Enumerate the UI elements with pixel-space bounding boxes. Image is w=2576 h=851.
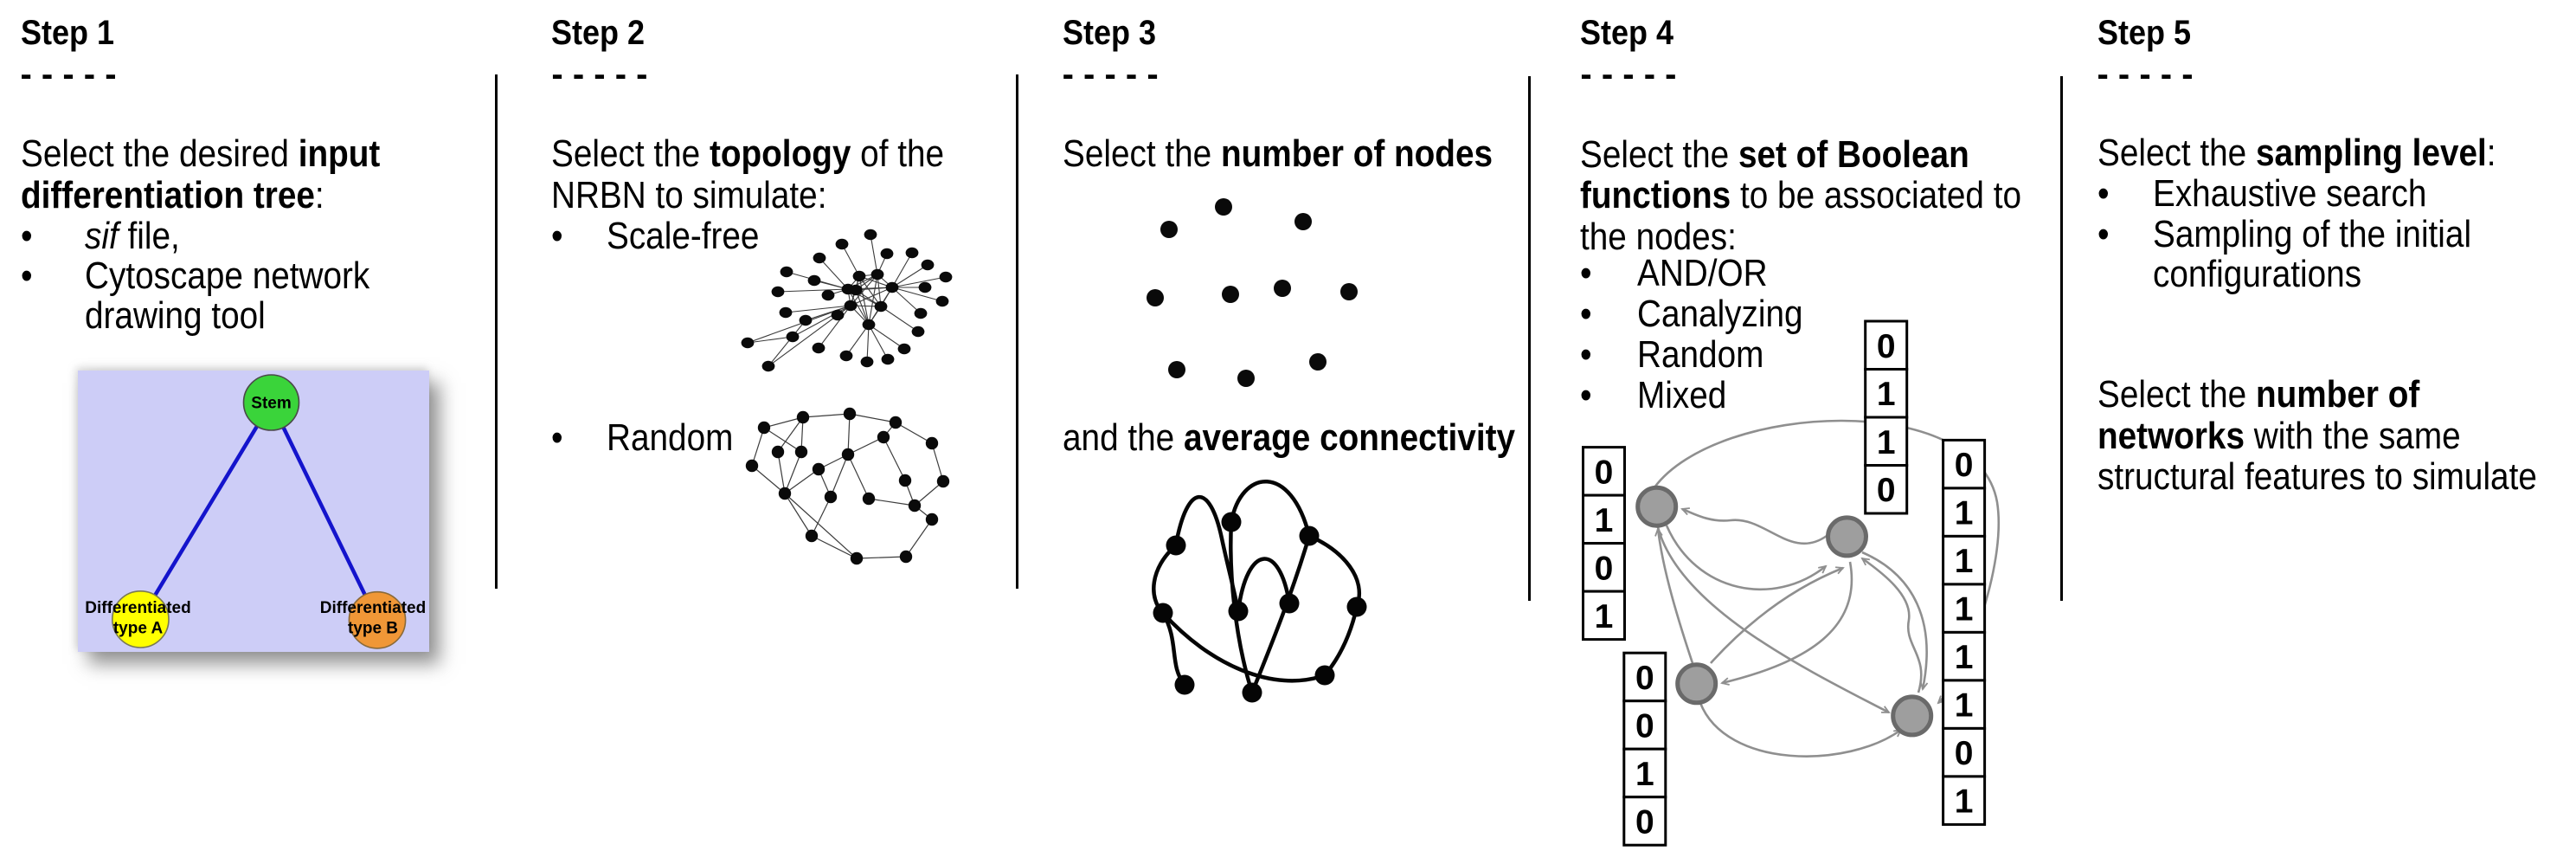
svg-text:Differentiated: Differentiated xyxy=(85,599,190,617)
svg-text:0: 0 xyxy=(1635,708,1654,745)
svg-text:1: 1 xyxy=(1595,502,1614,539)
svg-text:1: 1 xyxy=(1955,783,1974,821)
svg-text:1: 1 xyxy=(1955,639,1974,676)
svg-text:1: 1 xyxy=(1955,687,1974,725)
svg-text:0: 0 xyxy=(1635,804,1654,841)
svg-text:1: 1 xyxy=(1635,756,1654,793)
svg-text:0: 0 xyxy=(1635,660,1654,697)
svg-text:type B: type B xyxy=(348,620,398,638)
svg-text:1: 1 xyxy=(1955,543,1974,580)
svg-text:1: 1 xyxy=(1955,591,1974,629)
svg-text:type A: type A xyxy=(113,620,164,638)
svg-text:0: 0 xyxy=(1955,735,1974,772)
svg-text:1: 1 xyxy=(1877,424,1896,461)
svg-text:0: 0 xyxy=(1955,447,1974,484)
svg-text:1: 1 xyxy=(1595,598,1614,635)
svg-text:Differentiated: Differentiated xyxy=(320,599,426,617)
svg-text:0: 0 xyxy=(1877,472,1896,509)
svg-text:Stem: Stem xyxy=(251,395,291,413)
svg-text:1: 1 xyxy=(1955,495,1974,532)
svg-text:0: 0 xyxy=(1595,454,1614,491)
svg-text:0: 0 xyxy=(1595,550,1614,587)
svg-text:0: 0 xyxy=(1877,328,1896,365)
svg-text:1: 1 xyxy=(1877,376,1896,413)
